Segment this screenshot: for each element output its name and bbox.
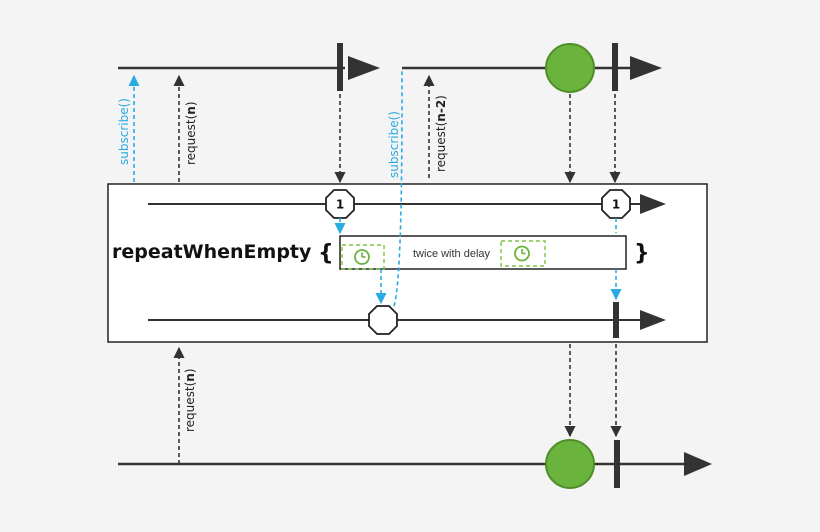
operator-output-timeline xyxy=(148,302,666,338)
subscribe-label-2: subscribe() xyxy=(387,111,401,178)
source-timeline-first xyxy=(118,43,380,91)
clock-icon xyxy=(500,240,546,267)
completion-marker xyxy=(612,43,618,91)
emitted-item xyxy=(545,43,595,93)
count-badge-right: 1 xyxy=(601,189,631,219)
parameter-box xyxy=(339,235,627,270)
top-signals xyxy=(128,74,621,184)
operator-name: repeatWhenEmpty xyxy=(112,241,312,263)
completion-marker xyxy=(614,440,620,488)
completion-marker xyxy=(613,302,619,338)
resubscribe-marker xyxy=(368,305,398,335)
clock-icon xyxy=(341,244,385,270)
operator-input-timeline xyxy=(148,194,666,214)
request-n2-label: request(n-2) xyxy=(434,95,448,172)
count-badge-left: 1 xyxy=(325,189,355,219)
request-n-label-top: request(n) xyxy=(184,101,198,165)
close-brace: } xyxy=(634,241,650,266)
result-timeline xyxy=(118,439,712,489)
emitted-item xyxy=(545,439,595,489)
svg-text:1: 1 xyxy=(336,198,344,212)
parameter-text: twice with delay xyxy=(413,248,491,260)
source-timeline-second xyxy=(402,43,662,93)
completion-marker xyxy=(337,43,343,91)
subscribe-label-1: subscribe() xyxy=(117,98,131,165)
request-n-label-bottom: request(n) xyxy=(183,368,197,432)
open-brace: { xyxy=(318,241,334,266)
bottom-signals xyxy=(173,344,622,464)
svg-text:1: 1 xyxy=(612,198,620,212)
internal-signals xyxy=(334,69,622,307)
